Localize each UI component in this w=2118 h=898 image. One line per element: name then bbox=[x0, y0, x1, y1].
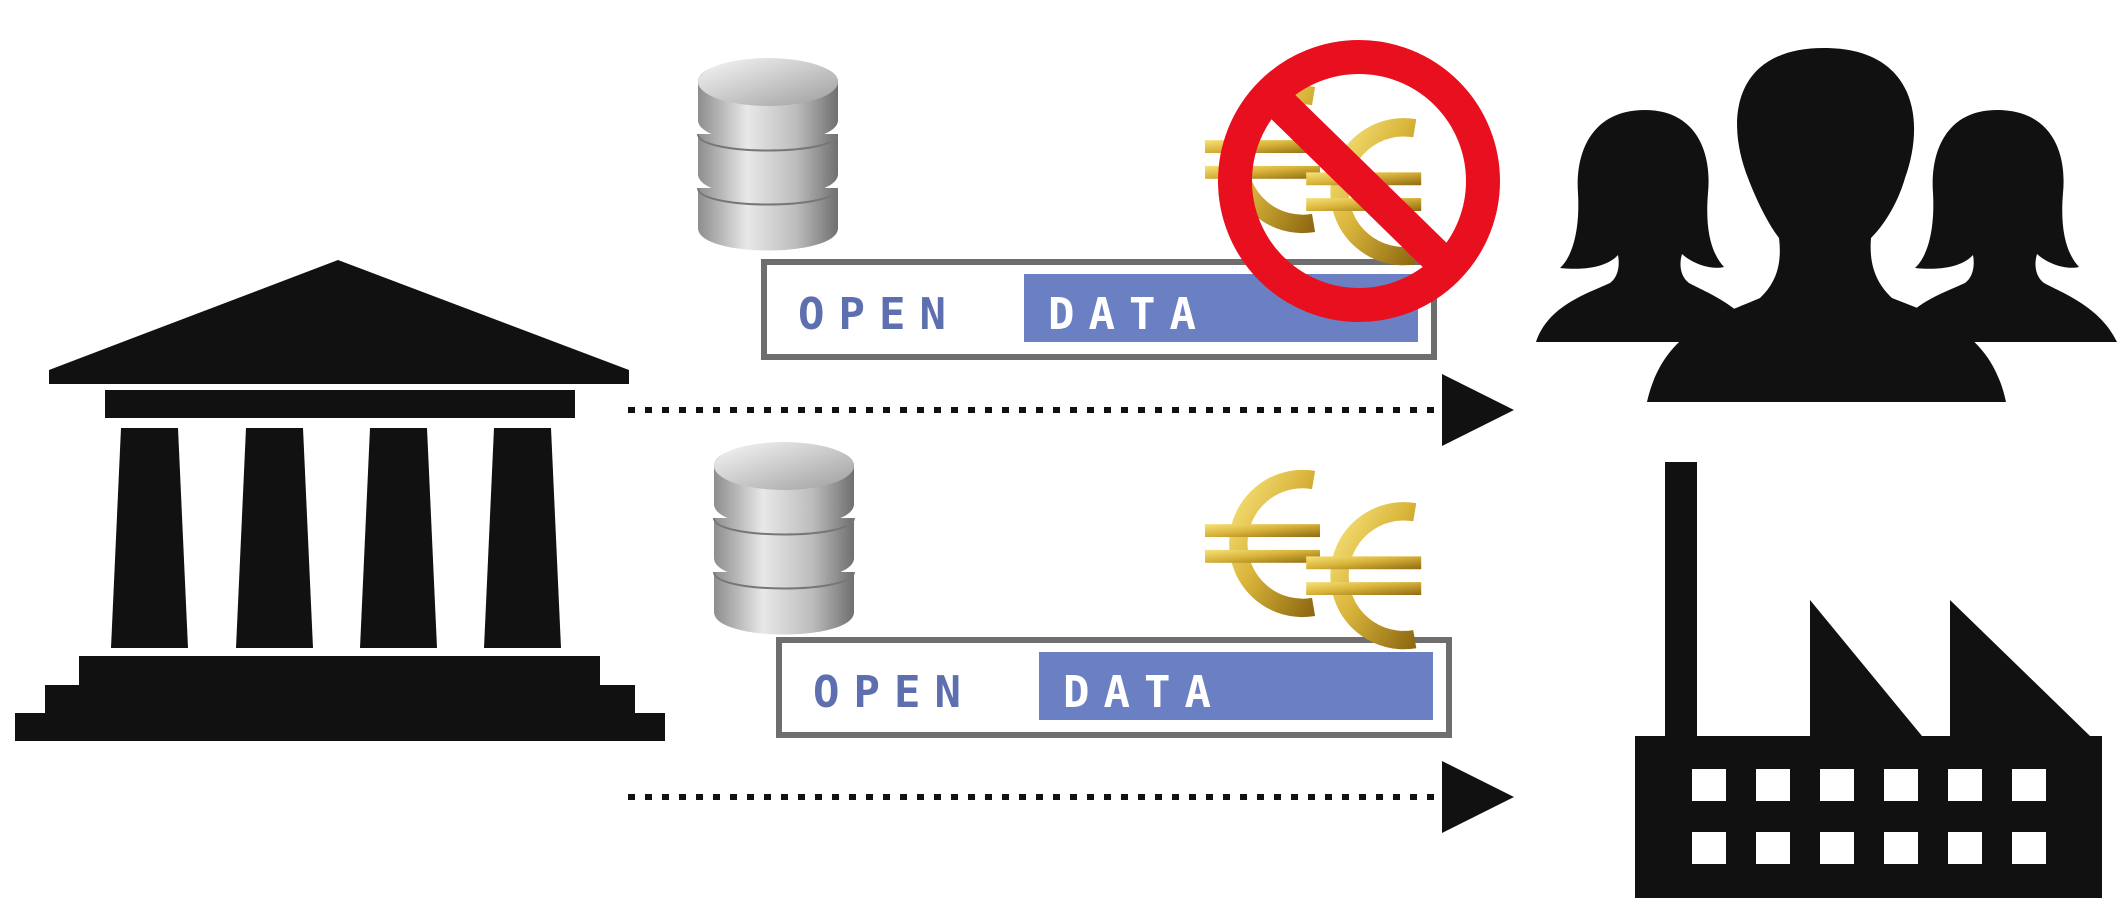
badge-data-text: DATA bbox=[1063, 667, 1225, 718]
flow-paid-open-data: OPEN DATA bbox=[628, 441, 1514, 833]
open-data-badge: OPEN DATA bbox=[776, 637, 1452, 738]
flow-free-open-data: OPEN DATA bbox=[628, 40, 1514, 446]
euro-coins-icon bbox=[1205, 479, 1421, 640]
database-icon bbox=[713, 441, 855, 636]
no-sign-icon bbox=[1218, 40, 1500, 322]
people-group-icon bbox=[1536, 48, 2117, 402]
badge-data-text: DATA bbox=[1048, 289, 1210, 340]
badge-open-text: OPEN bbox=[798, 289, 960, 340]
database-icon bbox=[697, 48, 908, 268]
factory-icon bbox=[1635, 462, 2102, 898]
government-building-icon bbox=[15, 260, 665, 741]
badge-open-text: OPEN bbox=[813, 667, 975, 718]
